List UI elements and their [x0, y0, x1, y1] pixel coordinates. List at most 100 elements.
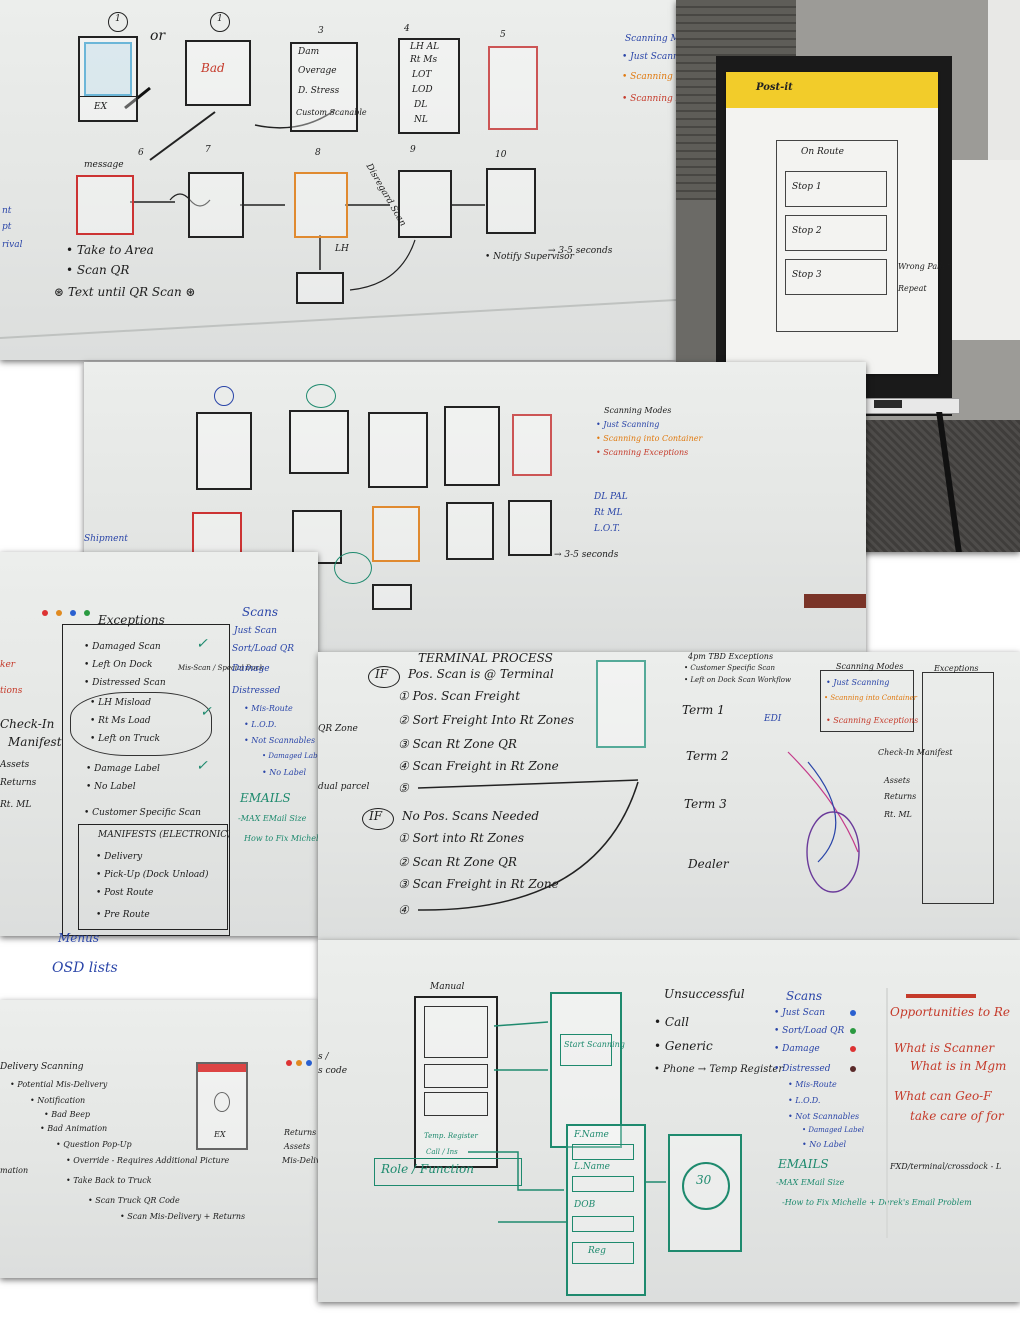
wireframe-screen-scan-orange — [372, 506, 420, 562]
qr-zone-label: QR Zone — [318, 724, 358, 734]
photo-exceptions-whiteboard: Exceptions • Damaged Scan • Left On Dock… — [0, 552, 318, 936]
distressed-sub: • Not Scannables — [788, 1112, 860, 1121]
exception-item: • No Label — [86, 782, 136, 792]
header-sub: • Customer Specific Scan — [684, 664, 775, 672]
mode-scanning-container: • Scanning into Container — [622, 72, 676, 82]
distressed-sub: • L.O.D. — [244, 720, 277, 729]
manifests-box — [78, 824, 228, 930]
stop-label: Stop 2 — [792, 226, 822, 236]
circled-item: L.O.T. — [594, 524, 621, 534]
stop-label: Stop 1 — [792, 182, 822, 192]
check-mark: ✓ — [200, 704, 212, 720]
emails-heading: EMAILS — [778, 1157, 829, 1171]
scan-item: Distressed — [232, 686, 281, 696]
header-note: 4pm TBD Exceptions — [688, 652, 774, 661]
manual-label: Manual — [430, 982, 465, 992]
scan-item: • Distressed — [774, 1064, 831, 1074]
delivery-line: • Potential Mis-Delivery — [10, 1080, 108, 1089]
left-item: Returns — [0, 778, 37, 788]
if-label: IF — [375, 667, 389, 681]
emails-sub: -MAX EMail Size — [776, 1178, 845, 1187]
wall-paper-sheet-top — [988, 0, 1020, 160]
role-dropdown: Role / Function — [374, 1158, 522, 1186]
emails-sub: How to Fix Michelle — [244, 834, 318, 843]
wireframe-screen-bad-scan — [289, 410, 349, 474]
misload-oval — [70, 692, 212, 756]
mode-scanning-exceptions: • Scanning Exceptions — [622, 94, 676, 104]
wireframe-screen-bad-scan: Bad — [185, 40, 251, 106]
delivery-line: • Scan Truck QR Code — [88, 1196, 180, 1205]
red-scribble — [906, 994, 976, 998]
term-label: Dealer — [688, 857, 729, 871]
mode-scanning-exceptions: • Scanning Exceptions — [596, 448, 689, 457]
list-item: LOD — [412, 85, 433, 95]
green-wireframe — [596, 660, 646, 748]
wireframe-screen-scan-10 — [486, 168, 536, 234]
scans-heading: Scans — [242, 605, 278, 619]
start-scanning-screen: Start Scanning — [550, 992, 625, 1148]
step-number: 1 — [217, 14, 223, 24]
mini-mode: • Scanning Exceptions — [826, 716, 919, 725]
red-note: What can Geo-F — [894, 1089, 992, 1103]
distressed-sub: • Mis-Route — [244, 704, 293, 713]
process-step: ② Scan Rt Zone QR — [398, 855, 517, 869]
emails-sub: -How to Fix Michelle + Derek's Email Pro… — [782, 1198, 972, 1207]
exception-item: • Damage Label — [86, 764, 160, 774]
left-fragment: rival — [2, 240, 23, 250]
color-dot — [306, 1060, 312, 1066]
exception-item: • Distressed Scan — [84, 678, 166, 688]
stop-card: Stop 1 — [785, 171, 887, 207]
step-number-circle — [108, 12, 128, 32]
call-label: Call / Ins — [426, 1148, 458, 1156]
right-fragment: Returns — [284, 1128, 317, 1137]
process-step: ⑤ — [398, 781, 409, 795]
stop-card: Stop 2 — [785, 215, 887, 251]
if-circle — [368, 666, 400, 688]
emails-heading: EMAILS — [240, 791, 291, 805]
phone-wireframe-manual: Temp. Register Call / Ins — [414, 996, 498, 1168]
mini-left-item: Check-In Manifest — [878, 748, 953, 757]
list-item: LH AL — [410, 42, 440, 52]
mis-special: Mis-Scan / Special Dock — [178, 664, 264, 672]
edi-label: EDI — [764, 714, 782, 724]
unsuccessful-item: • Phone → Temp Register — [654, 1064, 784, 1075]
scan-item: • Just Scan — [774, 1008, 826, 1018]
photo-delivery-whiteboard: Delivery Scanning • Potential Mis-Delive… — [0, 1000, 318, 1278]
wireframe-list-exceptions — [368, 412, 428, 488]
color-dot — [850, 1028, 856, 1034]
list-item: Dam — [298, 47, 320, 57]
photo-top-whiteboard: 1 or 1 3 4 5 EX Bad Dam Overage D. Stres… — [0, 0, 676, 360]
delivery-line: • Take Back to Truck — [66, 1176, 152, 1185]
check-mark: ✓ — [196, 758, 208, 774]
color-dot — [42, 610, 48, 616]
nonscan-sub: • No Label — [802, 1140, 847, 1149]
left-fragment: pt — [2, 222, 12, 232]
role-label: Role / Function — [381, 1162, 474, 1176]
red-note: take care of for — [910, 1109, 1004, 1123]
left-fragment: s code — [318, 1066, 348, 1076]
left-item: Rt. ML — [0, 800, 32, 810]
exception-item: • Left on Truck — [90, 734, 160, 744]
or-label: or — [150, 28, 166, 44]
phone-wireframe: EX — [196, 1062, 248, 1150]
distressed-sub: • Not Scannables — [244, 736, 316, 745]
mini-left-item: Rt. ML — [884, 810, 912, 819]
nonscan-sub: • No Label — [262, 768, 307, 777]
red-note: What is in Mgm — [910, 1059, 1007, 1073]
step-number: 5 — [500, 30, 506, 40]
left-item: Assets — [0, 760, 30, 770]
color-dot — [286, 1060, 292, 1066]
shipment-label: Shipment — [84, 534, 128, 544]
exception-item: • Damaged Scan — [84, 642, 161, 652]
step-number: 7 — [205, 145, 211, 155]
form-field: DOB — [574, 1200, 596, 1210]
side-note: Repeat — [898, 284, 927, 293]
wireframe-screen-scan — [188, 172, 244, 238]
list-item: Rt Ms — [410, 55, 438, 65]
wireframe-screen-5 — [512, 414, 552, 476]
ex-label: EX — [214, 1130, 226, 1139]
seconds-label: → 3-5 seconds — [554, 550, 619, 560]
step-number-circle — [210, 12, 230, 32]
form-field: Reg — [588, 1246, 606, 1256]
